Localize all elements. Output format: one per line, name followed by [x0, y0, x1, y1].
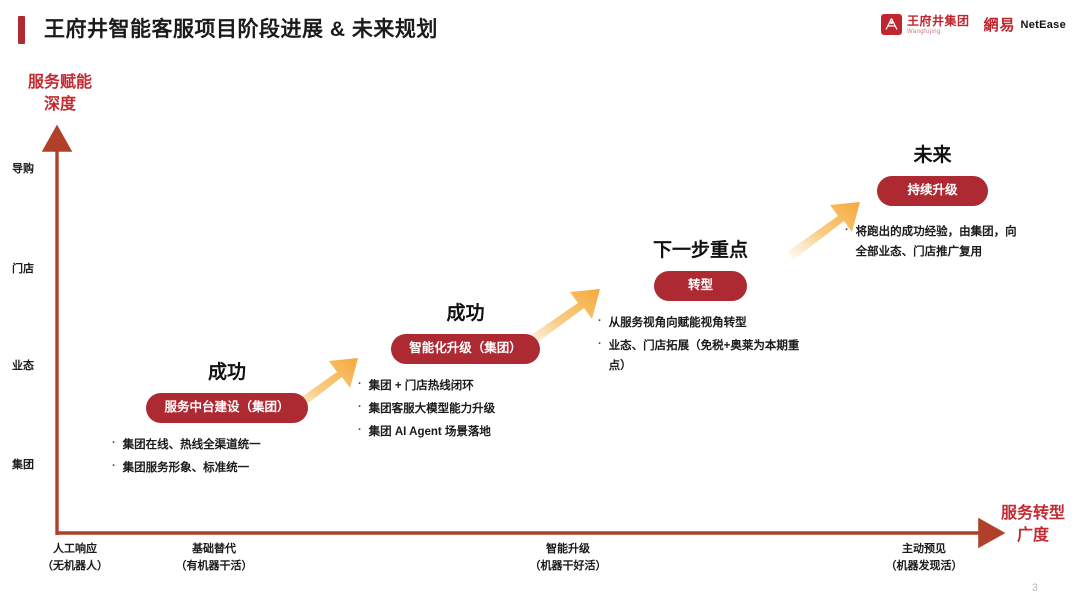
- bullet-dot-icon: ·: [112, 459, 116, 472]
- stage-3-pill[interactable]: 转型: [653, 271, 747, 301]
- stage-1-pill[interactable]: 服务中台建设（集团）: [146, 393, 308, 423]
- slide-header: 王府井智能客服项目阶段进展 & 未来规划 王府井集团 Wangfujing 網易…: [0, 0, 1080, 58]
- stage-4-pill-wrap: 持续升级: [845, 176, 1020, 206]
- page-title: 王府井智能客服项目阶段进展 & 未来规划: [44, 18, 438, 41]
- stage-4-bullets: · 将跑出的成功经验，由集团，向全部业态、门店推广复用: [845, 222, 1020, 262]
- stage-1-bullet-0: 集团在线、热线全渠道统一: [122, 438, 261, 451]
- page-number: 3: [1031, 582, 1038, 594]
- growth-arrow-2: [521, 289, 600, 350]
- growth-arrow-3: [787, 202, 860, 260]
- list-item: · 集团服务形象、标准统一: [112, 458, 342, 478]
- wangfujing-logo-en: Wangfujing: [906, 28, 941, 35]
- bullet-dot-icon: ·: [845, 223, 849, 236]
- stage-3-bullet-0: 从服务视角向赋能视角转型: [608, 316, 747, 329]
- stage-2-bullets: · 集团 + 门店热线闭环 · 集团客服大模型能力升级 · 集团 AI Agen…: [358, 376, 573, 442]
- stage-4-bullet-0: 将跑出的成功经验，由集团，向全部业态、门店推广复用: [855, 225, 1017, 258]
- wangfujing-logo-text: 王府井集团 Wangfujing: [907, 15, 970, 35]
- stage-1-pill-wrap: 服务中台建设（集团）: [112, 393, 342, 423]
- stage-4-heading: 未来: [913, 145, 952, 166]
- stage-3-bullets: · 从服务视角向赋能视角转型 · 业态、门店拓展（免税+奥莱为本期重点）: [598, 313, 803, 376]
- bullet-dot-icon: ·: [598, 314, 602, 327]
- bullet-dot-icon: ·: [358, 377, 362, 390]
- list-item: · 从服务视角向赋能视角转型: [598, 313, 803, 333]
- list-item: · 业态、门店拓展（免税+奥莱为本期重点）: [598, 336, 803, 376]
- stage-2-heading: 成功: [446, 303, 485, 324]
- netease-logo: 網易 NetEase: [983, 14, 1066, 35]
- stage-2-bullet-1: 集团客服大模型能力升级: [368, 402, 496, 415]
- stage-2-bullet-2: 集团 AI Agent 场景落地: [368, 426, 491, 438]
- bullet-dot-icon: ·: [358, 400, 362, 413]
- wangfujing-logo: 王府井集团 Wangfujing: [880, 14, 970, 35]
- wangfujing-logo-cn: 王府井集团: [906, 13, 970, 28]
- list-item: · 集团客服大模型能力升级: [358, 399, 573, 419]
- logo-group: 王府井集团 Wangfujing 網易 NetEase: [880, 14, 1066, 35]
- stage-block-4: 未来 持续升级 · 将跑出的成功经验，由集团，向全部业态、门店推广复用: [845, 140, 1020, 265]
- stage-4-pill[interactable]: 持续升级: [877, 176, 988, 206]
- stage-1-bullets: · 集团在线、热线全渠道统一 · 集团服务形象、标准统一: [112, 435, 342, 478]
- stage-3-pill-wrap: 转型: [598, 271, 803, 301]
- stage-block-1: 成功 服务中台建设（集团） · 集团在线、热线全渠道统一 · 集团服务形象、标准…: [112, 357, 342, 481]
- bullet-dot-icon: ·: [112, 436, 116, 449]
- bullet-dot-icon: ·: [358, 424, 362, 436]
- list-item: · 将跑出的成功经验，由集团，向全部业态、门店推广复用: [845, 222, 1020, 262]
- bullet-dot-icon: ·: [598, 337, 602, 350]
- netease-logo-en: NetEase: [1020, 18, 1066, 31]
- stage-1-heading: 成功: [207, 362, 246, 383]
- stage-2-pill[interactable]: 智能化升级（集团）: [391, 334, 540, 364]
- stage-3-bullet-1: 业态、门店拓展（免税+奥莱为本期重点）: [608, 339, 800, 372]
- stage-1-bullet-1: 集团服务形象、标准统一: [122, 461, 250, 474]
- title-accent-bar: [18, 16, 25, 44]
- stage-2-pill-wrap: 智能化升级（集团）: [358, 334, 573, 364]
- stage-block-2: 成功 智能化升级（集团） · 集团 + 门店热线闭环 · 集团客服大模型能力升级…: [358, 298, 573, 445]
- wangfujing-mark-icon: [880, 14, 902, 35]
- stage-2-bullet-0: 集团 + 门店热线闭环: [368, 379, 474, 392]
- netease-logo-cn: 網易: [983, 17, 1016, 34]
- stage-3-heading: 下一步重点: [652, 240, 748, 261]
- list-item: · 集团 AI Agent 场景落地: [358, 422, 573, 442]
- stage-block-3: 下一步重点 转型 · 从服务视角向赋能视角转型 · 业态、门店拓展（免税+奥莱为…: [598, 235, 803, 379]
- list-item: · 集团在线、热线全渠道统一: [112, 435, 342, 455]
- list-item: · 集团 + 门店热线闭环: [358, 376, 573, 396]
